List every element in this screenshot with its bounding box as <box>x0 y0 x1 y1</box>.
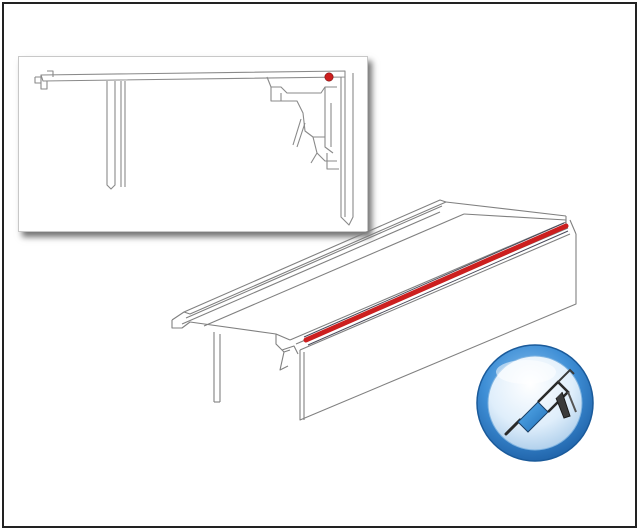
profile-isometric-view <box>164 194 594 429</box>
profile-drawing <box>171 199 577 421</box>
figure-frame <box>2 2 637 528</box>
caulking-gun-icon <box>504 368 577 436</box>
cross-section-drawing <box>34 70 354 226</box>
sealant-stripe <box>303 223 569 343</box>
sealant-bead-marker <box>324 72 334 82</box>
cross-section-inset <box>18 56 368 232</box>
sealant-badge <box>474 342 596 464</box>
